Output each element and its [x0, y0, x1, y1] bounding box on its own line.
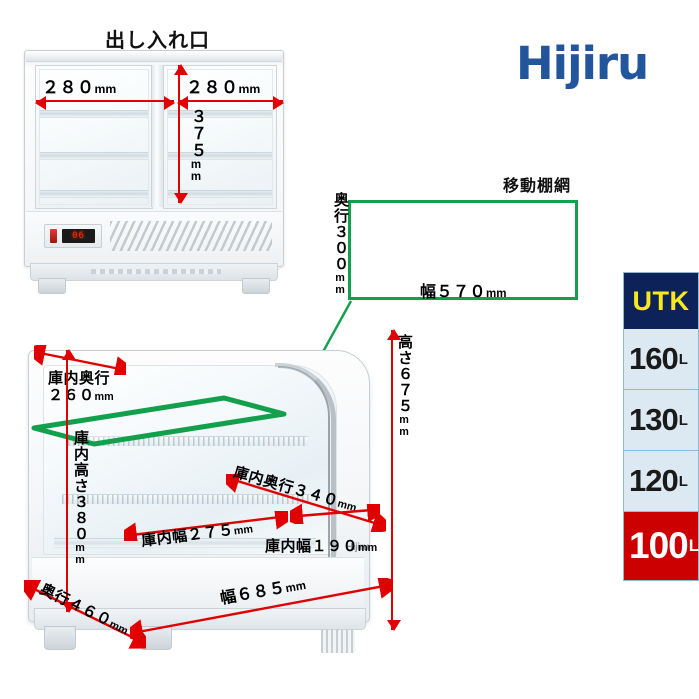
movable-shelf-rectangle — [348, 200, 578, 300]
top-unit-heading: 出し入れ口 — [105, 30, 210, 52]
shelf-line — [40, 152, 148, 160]
outer-height-675-label: 高さ６７５mm — [396, 334, 413, 438]
left-door-glass — [39, 69, 149, 205]
shelf-line — [168, 110, 272, 118]
left-door-frame — [35, 65, 153, 209]
shelf-line — [168, 152, 272, 160]
top-height-label: ３７５mm — [188, 108, 205, 183]
inner-width-190-label: 庫内幅１９０mm — [265, 538, 378, 555]
shelf-depth-label: 奥行３００mm — [332, 192, 349, 296]
capacity-unit: L — [678, 350, 688, 368]
top-cabinet-cap — [26, 51, 282, 62]
shelf-line — [40, 190, 148, 198]
main-shelf-upper — [68, 436, 308, 446]
top-lower-panel: 06 — [26, 211, 282, 266]
temperature-display: 06 — [62, 229, 95, 243]
inner-depth-260-label: 庫内奥行 ２６０mm — [48, 370, 114, 404]
right-door-glass — [167, 69, 273, 205]
top-unit-foot — [38, 278, 66, 294]
right-door-frame — [163, 65, 277, 209]
shelf-diagram-heading: 移動棚網 — [503, 178, 572, 195]
shelf-width-label: 幅５７０mm — [420, 284, 507, 301]
brand-logo: Hijiru — [516, 37, 649, 90]
top-cabinet-body: 06 — [24, 50, 284, 267]
control-panel: 06 — [44, 224, 102, 248]
capacity-table-header: UTK — [624, 273, 698, 329]
outer-depth-460-arrow — [24, 580, 146, 649]
top-unit-foot — [242, 278, 270, 294]
capacity-unit: L — [678, 472, 688, 490]
capacity-unit: L — [678, 411, 688, 429]
shelf-line — [168, 190, 272, 198]
capacity-value: 100 — [629, 525, 689, 566]
capacity-value: 120 — [629, 463, 679, 498]
product-brand-badge: Hijiru — [346, 542, 369, 553]
inner-height-380-label: 庫内高さ３８０mm — [72, 430, 89, 566]
outer-width-685-arrow — [130, 578, 392, 640]
ventilation-grille-icon — [110, 221, 272, 251]
capacity-value: 130 — [629, 402, 679, 437]
capacity-unit: L — [688, 536, 699, 555]
power-button-icon[interactable] — [50, 229, 57, 243]
base-slot — [91, 269, 221, 274]
top-left-width-label: ２８０mm — [42, 78, 117, 97]
capacity-value: 160 — [629, 341, 679, 376]
top-right-width-label: ２８０mm — [186, 78, 261, 97]
top-unit-base — [30, 263, 278, 281]
inner-width-275-arrow — [124, 511, 288, 541]
inner-depth-260-arrow — [34, 345, 126, 375]
shelf-line — [40, 110, 148, 118]
main-shelf-lower — [62, 494, 312, 504]
top-unit-photo: 06 — [24, 50, 284, 298]
inner-width-190-arrow — [290, 504, 380, 524]
